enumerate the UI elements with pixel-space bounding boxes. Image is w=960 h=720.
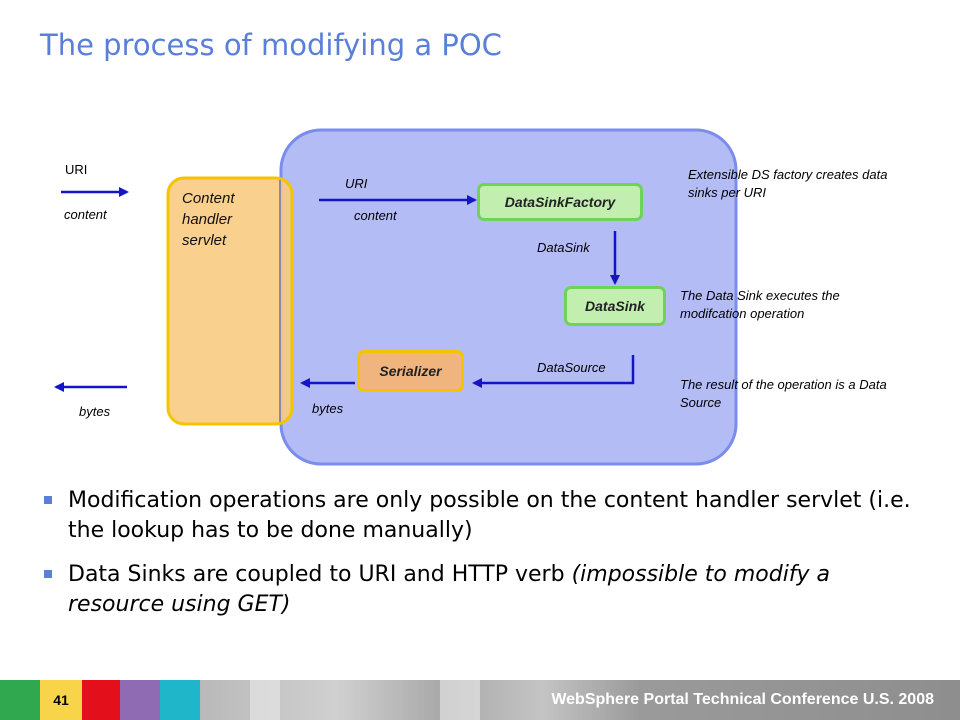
content-mid-label: content <box>354 208 397 223</box>
bullet-italic-text: (impossible to modify a resource using G… <box>68 562 831 617</box>
color-strip-green <box>0 680 40 720</box>
content-handler-servlet-box <box>166 176 294 426</box>
footer-tile <box>250 680 280 720</box>
datasink-box: DataSink <box>564 286 666 326</box>
footer-bar: 41 WebSphere Portal Technical Conference… <box>0 680 960 720</box>
color-strip-cyan <box>160 680 200 720</box>
content-left-label: content <box>64 207 107 222</box>
arrow-sink-to-serializer <box>472 355 635 388</box>
factory-note: Extensible DS factory creates data sinks… <box>688 167 888 200</box>
footer-image-strip <box>200 680 960 720</box>
color-strip-red <box>82 680 120 720</box>
bytes-mid-label: bytes <box>312 401 344 416</box>
bytes-left-label: bytes <box>79 404 111 419</box>
content-handler-servlet-label: Content handler servlet <box>182 190 235 249</box>
conference-name: WebSphere Portal Technical Conference U.… <box>551 691 934 708</box>
footer-tile <box>440 680 480 720</box>
slide-title: The process of modifying a POC <box>40 28 502 62</box>
page-number: 41 <box>40 680 82 720</box>
color-strip-purple <box>120 680 160 720</box>
sink-note: The Data Sink executes the modifcation o… <box>680 288 840 321</box>
bullet-item: Modification operations are only possibl… <box>40 486 930 546</box>
uri-mid-label: URI <box>345 176 368 191</box>
bullet-item: Data Sinks are coupled to URI and HTTP v… <box>40 560 930 620</box>
bullet-text: Modification operations are only possibl… <box>68 488 911 543</box>
datasource-label: DataSource <box>537 360 606 375</box>
bullet-text: Data Sinks are coupled to URI and HTTP v… <box>68 562 572 587</box>
serializer-box: Serializer <box>357 350 464 392</box>
result-note: The result of the operation is a Data So… <box>680 377 887 410</box>
uri-left-label: URI <box>65 162 88 177</box>
bullet-list: Modification operations are only possibl… <box>40 486 930 634</box>
datasinkfactory-box: DataSinkFactory <box>477 183 643 221</box>
datasink-arrow-label: DataSink <box>537 240 590 255</box>
